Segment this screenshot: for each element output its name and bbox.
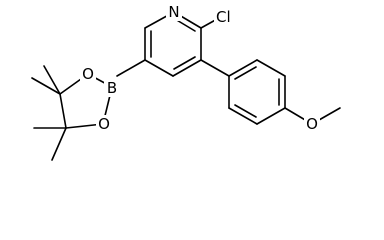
bond-c5-b [116,59,146,77]
atom-cl: Cl [216,8,231,26]
bond-p4-p5 [256,107,286,125]
atom-labels: N Cl B O O O [82,3,318,133]
atom-o-top: O [82,65,94,83]
atom-o-bottom: O [98,115,110,133]
label-masks [80,3,320,133]
atom-n: N [168,3,179,21]
bond-c-c-ring [59,93,67,129]
bond-c3-c4 [172,59,202,77]
atom-o-methoxy: O [306,115,318,133]
bond-me4 [51,127,67,161]
bond-p1-p2-inner [234,66,257,80]
bond-me1 [31,77,61,95]
bond-p5-p6 [228,107,258,125]
bond-me2 [43,65,61,95]
bonds [31,11,341,161]
bond-c4-c5 [144,59,174,77]
atom-b: B [107,79,117,97]
bond-c3-phenyl [200,59,230,77]
bond-p5-p6-inner [234,104,257,118]
chemical-structure-diagram: N Cl B O O O [31,3,341,161]
bond-p2-p3 [256,59,286,77]
bond-p1-p2 [228,59,258,77]
bond-c3-c4-inner [173,56,196,70]
